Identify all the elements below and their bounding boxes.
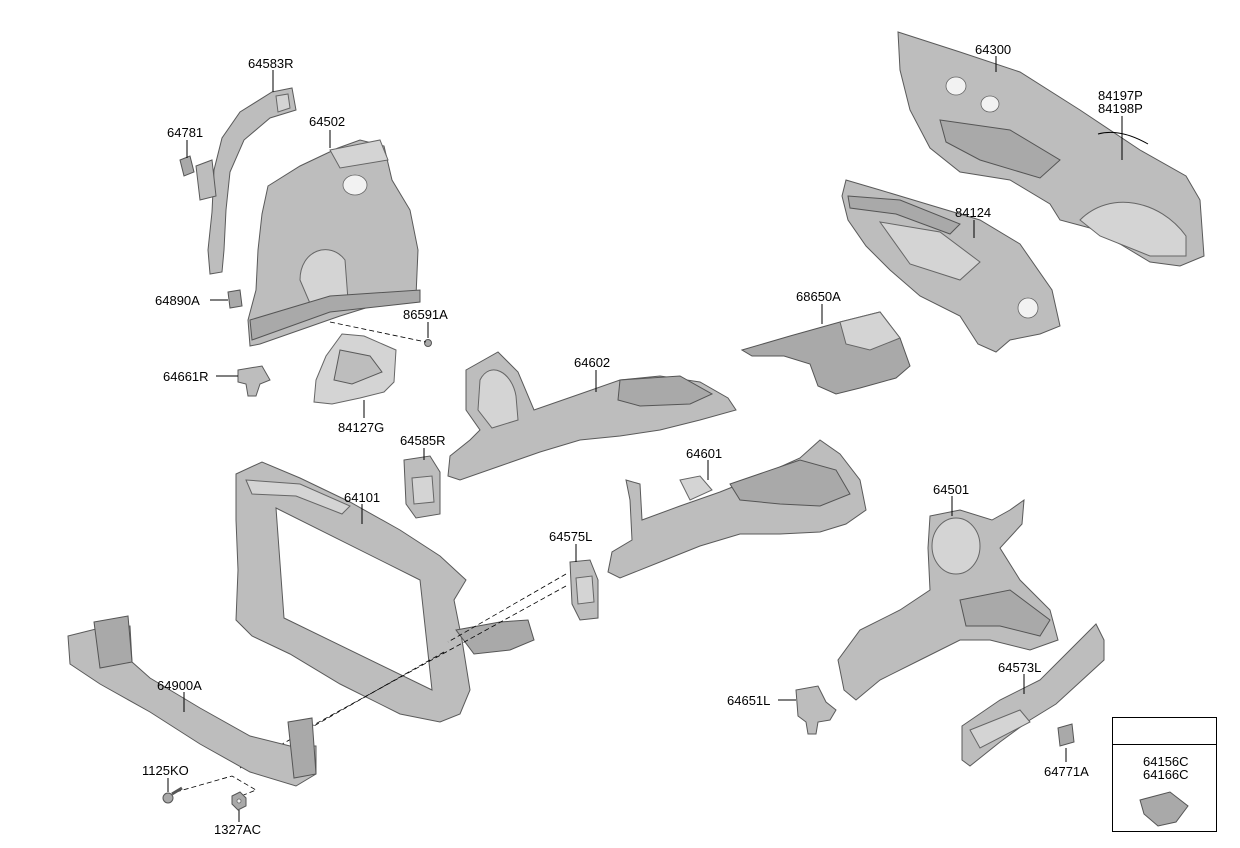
part-64575L[interactable] [569, 559, 599, 621]
part-64661R[interactable] [237, 365, 271, 397]
part-1125KO[interactable] [162, 786, 183, 804]
label-64585R: 64585R [400, 433, 446, 448]
label-64771A: 64771A [1044, 764, 1089, 779]
label-84198P: 84198P [1098, 101, 1143, 116]
part-64502[interactable] [247, 139, 421, 347]
label-64300: 64300 [975, 42, 1011, 57]
label-64890A: 64890A [155, 293, 200, 308]
part-64573L[interactable] [961, 623, 1105, 767]
part-64583R[interactable] [207, 87, 297, 275]
part-64771A[interactable] [1057, 723, 1075, 747]
part-64651L[interactable] [795, 685, 837, 735]
inset-label-64156C: 64156C [1143, 754, 1189, 769]
label-84127G: 84127G [338, 420, 384, 435]
label-64661R: 64661R [163, 369, 209, 384]
label-68650A: 68650A [796, 289, 841, 304]
part-64300[interactable] [897, 31, 1205, 267]
inset-label-64166C: 64166C [1143, 767, 1189, 782]
part-64890A[interactable] [227, 289, 243, 309]
part-1327AC[interactable] [231, 791, 247, 811]
part-64501[interactable] [837, 498, 1059, 701]
label-64781: 64781 [167, 125, 203, 140]
part-64900A[interactable] [67, 615, 317, 787]
part-64101[interactable] [235, 461, 535, 723]
label-64101: 64101 [344, 490, 380, 505]
part-64585R[interactable] [403, 455, 441, 519]
label-86591A: 86591A [403, 307, 448, 322]
label-64601: 64601 [686, 446, 722, 461]
label-84124: 84124 [955, 205, 991, 220]
label-64583R: 64583R [248, 56, 294, 71]
inset-divider [1113, 744, 1216, 745]
inset-box: 64156C 64166C [1112, 717, 1217, 832]
label-64502: 64502 [309, 114, 345, 129]
part-64602[interactable] [447, 351, 737, 481]
label-64602: 64602 [574, 355, 610, 370]
label-64900A: 64900A [157, 678, 202, 693]
part-68650A[interactable] [740, 311, 911, 395]
part-64781[interactable] [179, 155, 217, 201]
label-84197P: 84197P [1098, 88, 1143, 103]
label-1125KO: 1125KO [142, 763, 189, 778]
part-64601[interactable] [607, 439, 867, 579]
part-84124[interactable] [841, 179, 1061, 353]
label-64575L: 64575L [549, 529, 592, 544]
label-64651L: 64651L [727, 693, 770, 708]
part-84127G[interactable] [313, 333, 397, 405]
label-1327AC: 1327AC [214, 822, 261, 837]
label-64501: 64501 [933, 482, 969, 497]
label-64573L: 64573L [998, 660, 1041, 675]
part-64156C-64166C[interactable] [1139, 791, 1189, 827]
part-86591A[interactable] [424, 339, 432, 347]
